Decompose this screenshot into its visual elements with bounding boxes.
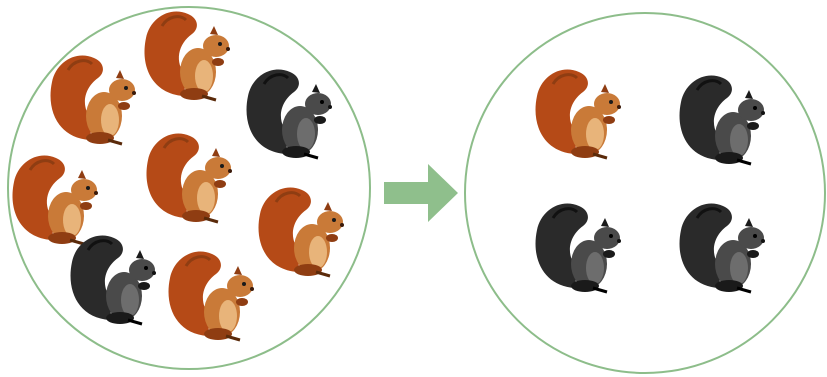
after-population-group [464,12,826,374]
before-population-group [7,6,371,370]
after-population-circle [464,12,826,374]
right-arrow-icon [384,164,458,222]
